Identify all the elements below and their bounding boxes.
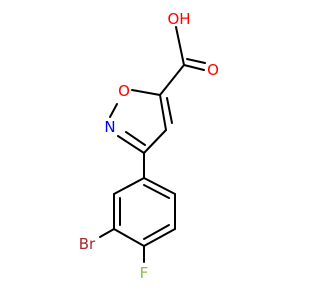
bond-c-oh bbox=[175, 26, 185, 66]
bond-n2-c3-2 bbox=[125, 131, 146, 146]
bond-c-br bbox=[99, 228, 115, 238]
bond-phenyl-3 bbox=[113, 228, 145, 247]
bond-phenyl-4 bbox=[143, 228, 176, 247]
bond-c4-c5-1 bbox=[159, 94, 167, 131]
bond-phenyl-6-inner bbox=[143, 184, 170, 199]
chemical-structure-diagram: OH O O N Br F bbox=[0, 0, 300, 300]
atom-label-oh: OH bbox=[167, 10, 190, 28]
atom-label-br: Br bbox=[79, 235, 96, 253]
canvas-background bbox=[0, 0, 300, 300]
bond-phenyl-6 bbox=[143, 177, 176, 195]
bond-c4-c5-2 bbox=[166, 97, 173, 124]
bond-c3-c4 bbox=[143, 129, 167, 154]
bond-c-o-double-2 bbox=[186, 58, 206, 64]
atom-label-o-carbonyl: O bbox=[207, 61, 219, 79]
bond-o1-n2 bbox=[109, 103, 118, 118]
bond-phenyl-1 bbox=[113, 177, 145, 195]
bond-c-c5 bbox=[159, 64, 185, 96]
atom-labels: OH O O N Br F bbox=[79, 10, 219, 282]
bond-c-o-double-1 bbox=[183, 64, 205, 71]
bond-phenyl-4-inner bbox=[143, 224, 170, 240]
bond-n2-c3-1 bbox=[117, 135, 145, 154]
bonds bbox=[99, 26, 206, 263]
atom-label-f: F bbox=[140, 264, 149, 282]
bond-c5-o1 bbox=[131, 89, 161, 96]
atom-label-n-ring: N bbox=[104, 118, 115, 136]
atom-label-o-ring: O bbox=[118, 82, 130, 100]
